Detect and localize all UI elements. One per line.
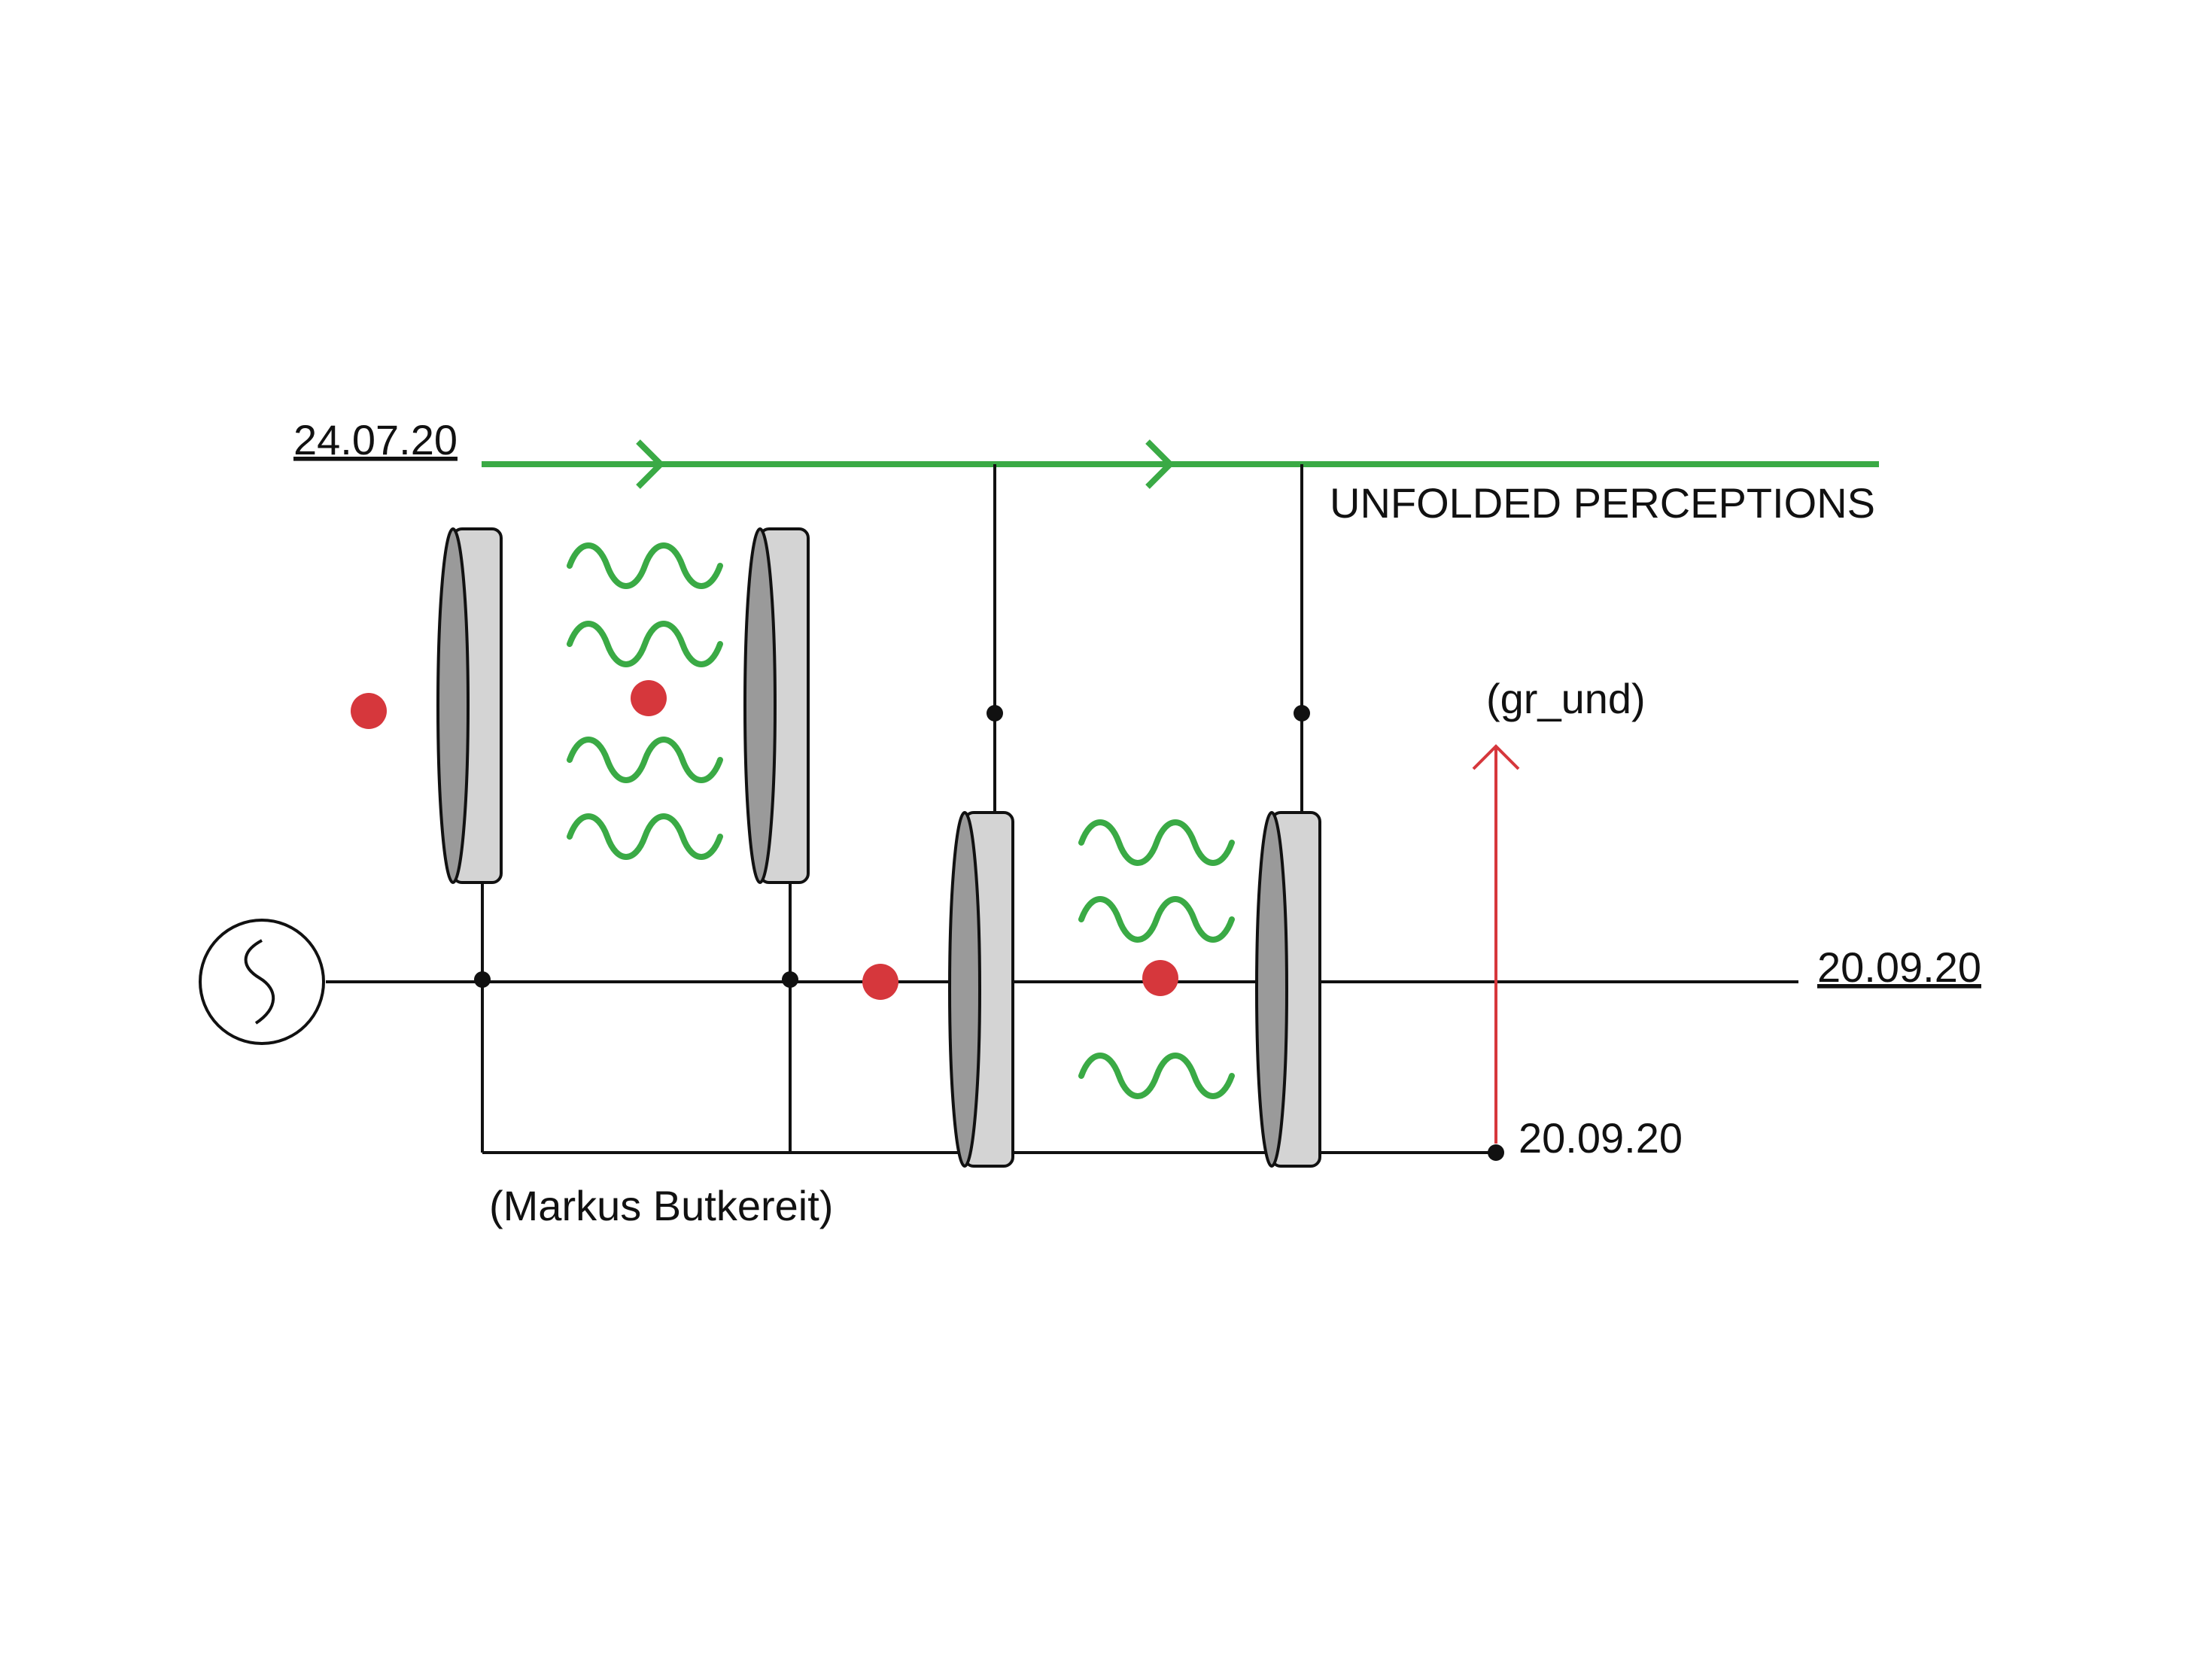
upward-arrow-icon	[1472, 744, 1520, 1144]
wave-icon	[570, 740, 720, 780]
particles	[351, 680, 1178, 1000]
particle-dot-icon	[1142, 960, 1178, 996]
wave-icon	[1081, 899, 1232, 940]
lens-disc-icon	[743, 527, 810, 884]
wave-icon	[1081, 822, 1232, 863]
junctions	[474, 705, 1504, 1161]
right-date-label: 20.09.20	[1817, 943, 1981, 991]
lens-disc-icon	[436, 527, 503, 884]
bottom-date-label: 20.09.20	[1519, 1114, 1683, 1162]
flow-arrow-icon	[1145, 439, 1175, 489]
wave-icon	[1081, 1056, 1232, 1096]
particle-dot-icon	[862, 964, 898, 1000]
author-label: (Markus Butkereit)	[489, 1182, 833, 1229]
unfolded-perceptions-label: UNFOLDED PERCEPTIONS	[1330, 479, 1875, 527]
wave-group-lower	[1081, 822, 1232, 1096]
lens-disc-icon	[1255, 811, 1321, 1168]
wiring	[326, 464, 1798, 1154]
wave-icon	[570, 816, 720, 857]
unfolded-perceptions-line	[482, 439, 1879, 489]
particle-dot-icon	[351, 693, 387, 729]
gr-und-label: (gr_und)	[1486, 675, 1646, 722]
wave-icon	[570, 624, 720, 664]
wave-icon	[570, 545, 720, 586]
particle-dot-icon	[631, 680, 667, 716]
ac-source-icon	[199, 919, 325, 1045]
flow-arrow-icon	[636, 439, 665, 489]
lens-disc-icon	[948, 811, 1014, 1168]
top-date-label: 24.07.20	[293, 416, 458, 463]
